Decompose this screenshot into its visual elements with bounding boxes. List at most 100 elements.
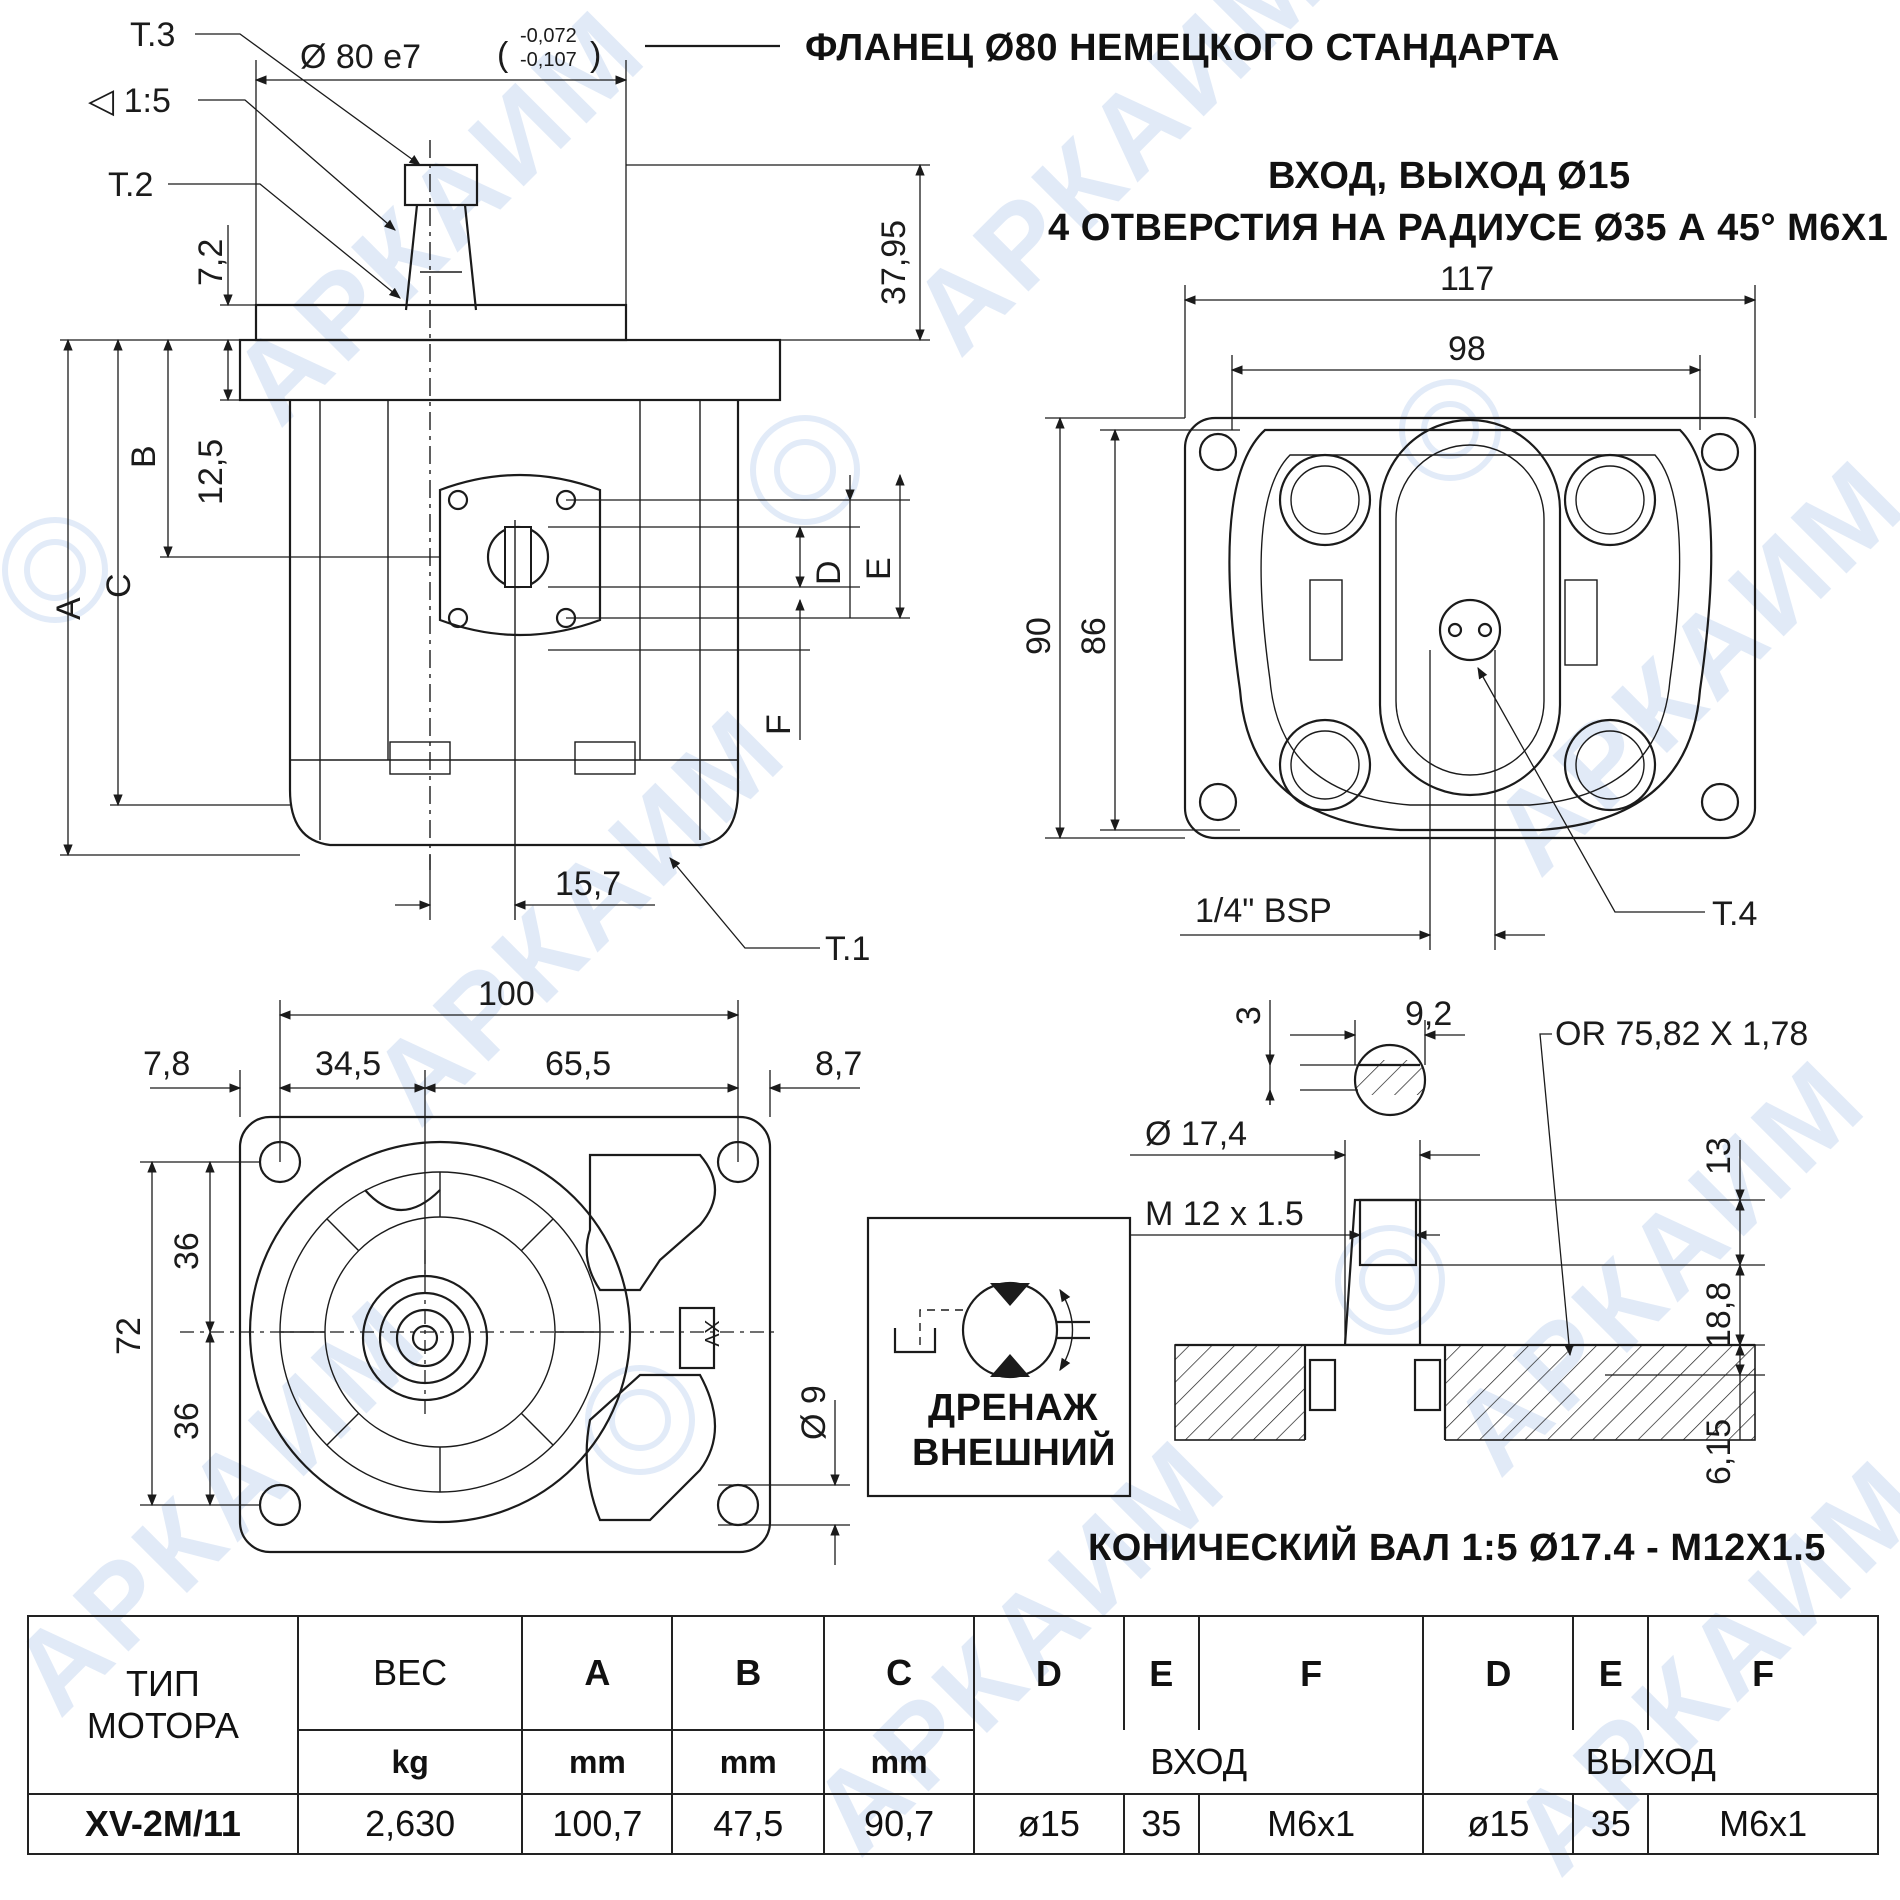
width-100-label: 100 [478, 975, 535, 1013]
dim-A-label: A [50, 597, 88, 620]
dim-B-label: B [125, 445, 163, 468]
cell-type: XV-2M/11 [27, 1793, 299, 1855]
header-B: B [671, 1615, 826, 1730]
cell-B: 47,5 [671, 1793, 826, 1855]
shaft-diameter-174-label: Ø 17,4 [1145, 1115, 1247, 1153]
height-90-label: 90 [1020, 617, 1058, 655]
taper-label: ◁ 1:5 [88, 82, 171, 120]
bolt-heads [1278, 453, 1657, 812]
header-out-F: F [1647, 1615, 1879, 1730]
unit-A: mm [521, 1729, 674, 1795]
drain-label-line2: ВНЕШНИЙ [912, 1429, 1116, 1474]
upper-pocket [585, 1153, 717, 1292]
cell-out-E: 35 [1572, 1793, 1650, 1855]
ports-caption-line1: ВХОД, ВЫХОД Ø15 [1268, 155, 1631, 197]
drain-label-line1: ДРЕНАЖ [928, 1387, 1098, 1429]
port-plate [438, 473, 602, 637]
header-in-F: F [1197, 1615, 1425, 1730]
mounting-flange [238, 338, 782, 402]
t3-label: T.3 [130, 16, 175, 54]
svg-text:): ) [590, 36, 601, 74]
unit-C: mm [823, 1729, 975, 1795]
flange-diameter-label: Ø 80 e7 [300, 38, 421, 76]
group-in: ВХОД [972, 1730, 1425, 1795]
shaft-nut [403, 163, 479, 207]
key-width-92-label: 9,2 [1405, 995, 1452, 1033]
housing-section [1174, 1344, 1756, 1441]
dim-F-label: F [760, 714, 798, 735]
table-row: XV-2M/11 2,630 100,7 47,5 90,7 ø15 35 M6… [27, 1793, 1879, 1855]
rear-housing [1183, 416, 1757, 840]
xv-badge [678, 1306, 716, 1370]
dim-D-label: D [810, 560, 848, 585]
dim-C-label: C [100, 573, 138, 598]
width-345-label: 34,5 [315, 1045, 381, 1083]
header-out-E: E [1572, 1615, 1650, 1730]
drain-symbol-box: ДРЕНАЖ ВНЕШНИЙ [866, 1216, 1132, 1498]
mount-hole [716, 1483, 760, 1527]
height-72-label: 7,2 [192, 239, 230, 286]
watermark-logo-icon [1335, 1225, 1445, 1335]
height-72-label: 72 [110, 1317, 148, 1355]
unit-weight: kg [296, 1729, 524, 1795]
flange-caption: ФЛАНЕЦ Ø80 НЕМЕЦКОГО СТАНДАРТА [805, 27, 1560, 69]
cell-weight: 2,630 [296, 1793, 524, 1855]
width-655-label: 65,5 [545, 1045, 611, 1083]
watermark-logo-icon [750, 415, 860, 525]
shaft-detail: 3 9,2 OR 75,82 X 1,78 Ø 17,4 M 12 x 1.5 [1130, 995, 1808, 1485]
shaft-caption: КОНИЧЕСКИЙ ВАЛ 1:5 Ø17.4 - М12Х1.5 [1088, 1524, 1826, 1569]
unit-B: mm [671, 1729, 826, 1795]
drain-frame [866, 1216, 1132, 1498]
height-86-label: 86 [1075, 617, 1113, 655]
cell-out-D: ø15 [1422, 1793, 1575, 1855]
height-36a-label: 36 [168, 1232, 206, 1270]
dim-E-label: E [860, 557, 898, 580]
cell-in-F: M6x1 [1197, 1793, 1425, 1855]
thread-label: M 12 x 1.5 [1145, 1195, 1304, 1233]
width-87-label: 8,7 [815, 1045, 862, 1083]
cell-out-F: M6x1 [1647, 1793, 1879, 1855]
group-out: ВЫХОД [1422, 1730, 1879, 1795]
watermark-logo-icon [2, 517, 108, 623]
front-flange [238, 1115, 772, 1554]
center-boss [1378, 418, 1562, 797]
height-13-label: 13 [1700, 1137, 1738, 1175]
header-A: A [521, 1615, 674, 1730]
t4-label: T.4 [1712, 895, 1757, 933]
bsp-label: 1/4" BSP [1195, 892, 1332, 930]
tolerance-upper: -0,072 [520, 25, 577, 47]
width-78-label: 7,8 [143, 1045, 190, 1083]
watermark-logo-icon [585, 1365, 695, 1475]
cell-A: 100,7 [521, 1793, 674, 1855]
height-36b-label: 36 [168, 1402, 206, 1440]
table-units-row: kg mm mm mm ВХОД ВЫХОД [28, 1729, 1879, 1795]
cell-C: 90,7 [823, 1793, 975, 1855]
width-117-label: 117 [1440, 260, 1494, 298]
key-depth-3-label: 3 [1230, 1006, 1268, 1025]
rear-cover [1228, 428, 1713, 832]
height-188-label: 18,8 [1700, 1282, 1738, 1348]
header-in-D: D [973, 1615, 1125, 1730]
rear-view: 117 98 90 86 1/4" BSP T.4 [1020, 260, 1757, 950]
header-weight: ВЕС [296, 1615, 524, 1730]
t1-label: T.1 [825, 930, 870, 968]
header-C: C [823, 1615, 975, 1730]
width-98-label: 98 [1448, 330, 1486, 368]
header-in-E: E [1122, 1615, 1200, 1730]
hole-diameter-9-label: Ø 9 [795, 1385, 833, 1440]
drain-port [1438, 598, 1502, 662]
height-615-label: 6,15 [1700, 1419, 1738, 1485]
cell-in-D: ø15 [973, 1793, 1125, 1855]
svg-text:(: ( [497, 36, 509, 74]
height-125-label: 12,5 [192, 439, 230, 505]
ports-caption-line2: 4 ОТВЕРСТИЯ НА РАДИУСЕ Ø35 А 45° М6Х1 [1048, 207, 1888, 249]
watermark-text: АРКАИМ [1467, 434, 1900, 897]
header-out-D: D [1422, 1615, 1575, 1730]
cell-in-E: 35 [1122, 1793, 1200, 1855]
height-3795-label: 37,95 [875, 220, 913, 305]
oring-label: OR 75,82 X 1,78 [1555, 1015, 1808, 1053]
